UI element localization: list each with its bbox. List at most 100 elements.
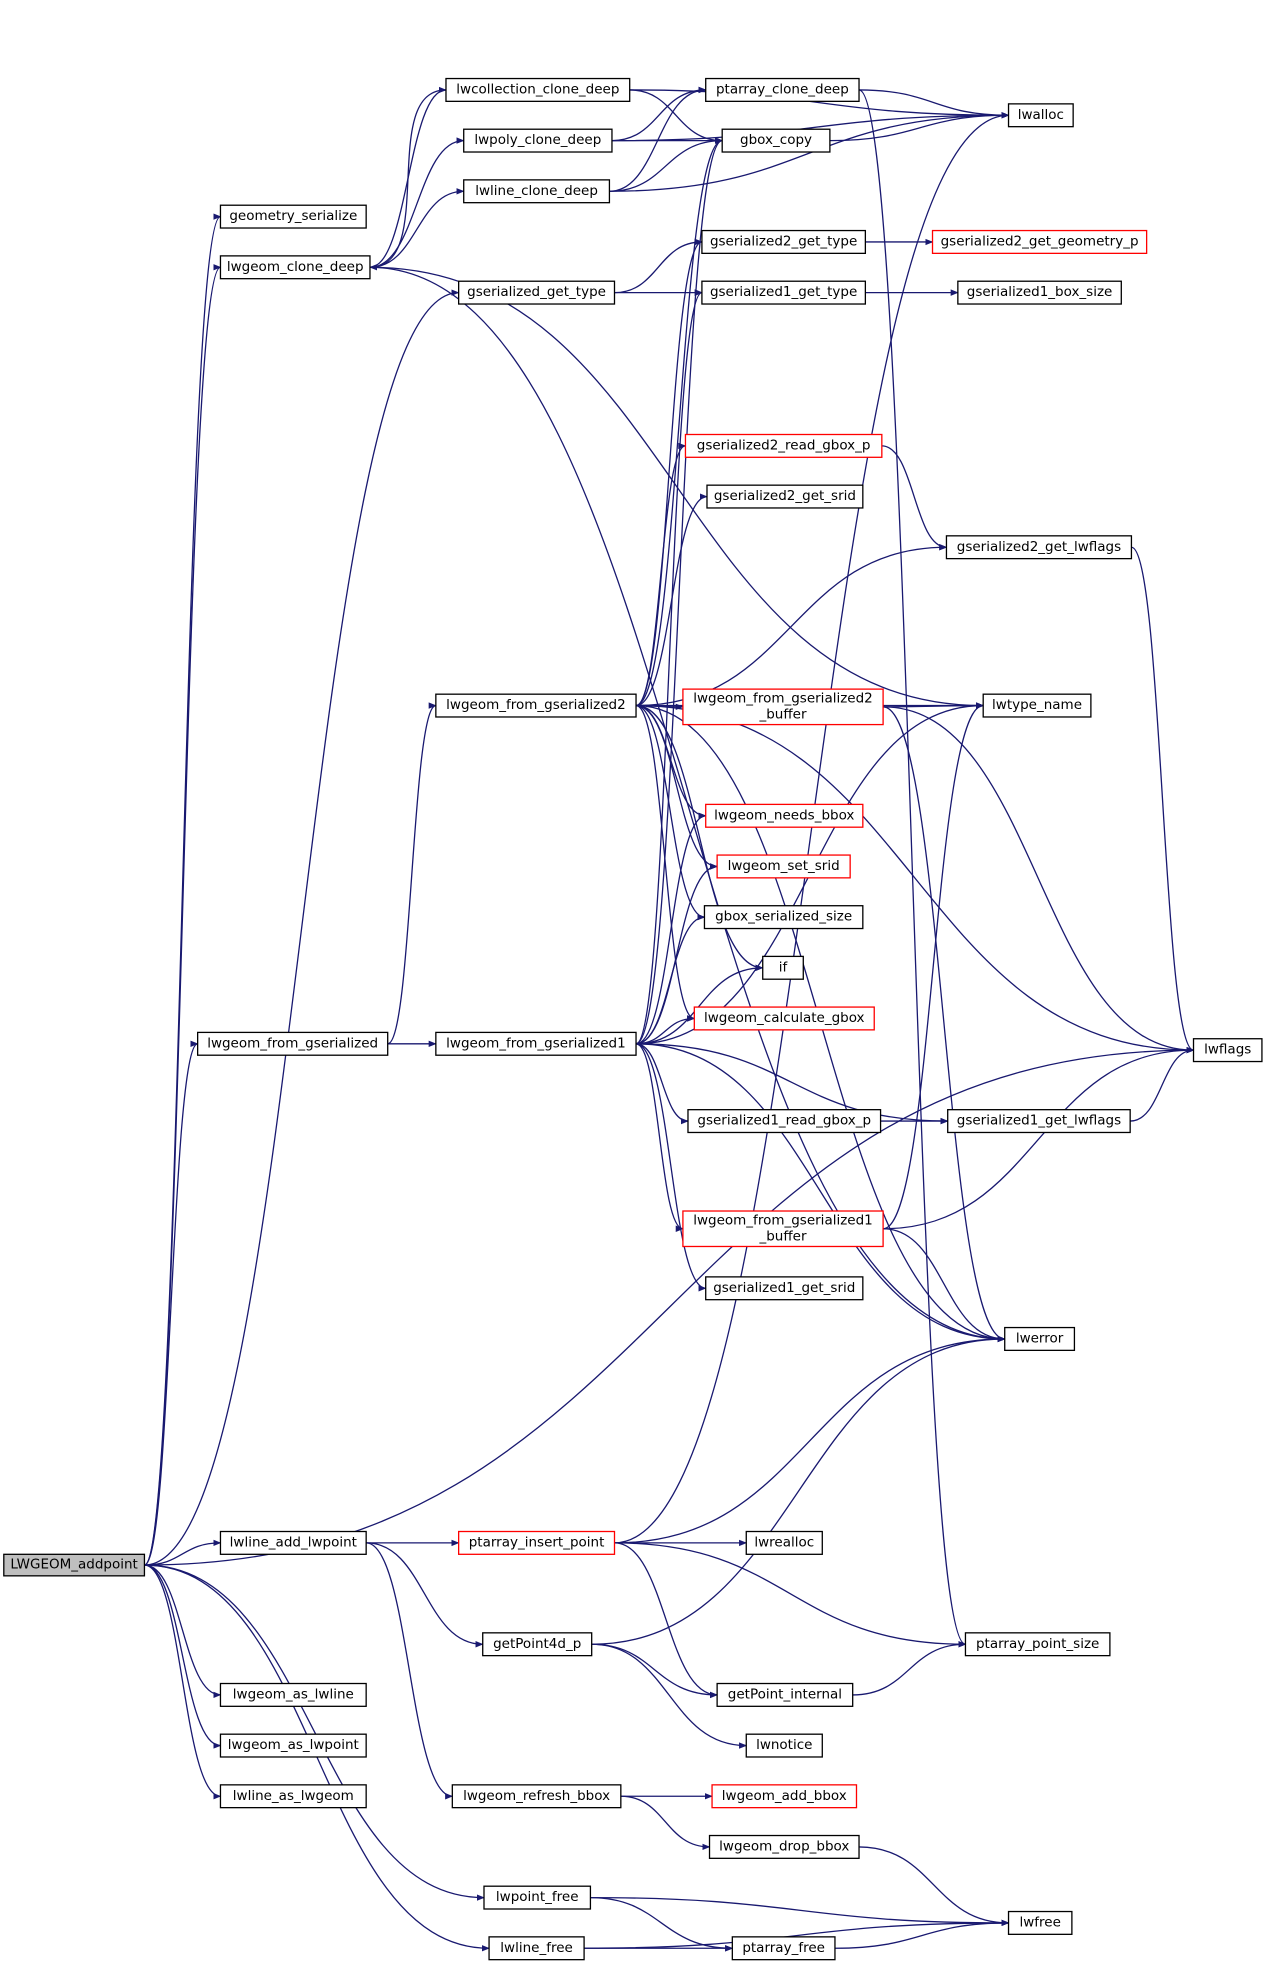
node-lwgeom-addpoint[interactable]: LWGEOM_addpoint [3, 1553, 146, 1577]
node-label: lwfree [1019, 1914, 1060, 1930]
edge-lwgeom-from-gserialized2-buffer-to-lwtype-name [883, 702, 984, 709]
node-getpoint-internal[interactable]: getPoint_internal [716, 1682, 854, 1707]
node-lwpoly-clone-deep[interactable]: lwpoly_clone_deep [463, 128, 613, 153]
edge-lwgeom-from-gserialized1-to-gbox-serialized-size [635, 913, 706, 1045]
node-label: gserialized2_get_srid [714, 488, 856, 504]
node-lwline-clone-deep[interactable]: lwline_clone_deep [463, 179, 611, 204]
edge-lwpoint-free-to-lwfree [590, 1896, 1010, 1927]
edge-lwgeom-addpoint-to-lwline-as-lwgeom [144, 1564, 222, 1800]
node-lwline-add-lwpoint[interactable]: lwline_add_lwpoint [219, 1530, 367, 1555]
node-box [197, 1031, 389, 1056]
node-label: lwflags [1204, 1042, 1251, 1058]
edge-lwpoly-clone-deep-to-lwalloc [611, 112, 1010, 142]
node-lwgeom-clone-deep[interactable]: lwgeom_clone_deep [219, 255, 371, 280]
node-ptarray-free[interactable]: ptarray_free [731, 1936, 836, 1961]
edge-lwgeom-addpoint-to-lwgeom-clone-deep [143, 264, 222, 1566]
node-box [957, 280, 1122, 305]
node-label: gserialized1_get_type [710, 284, 857, 300]
node-gserialized1-get-type[interactable]: gserialized1_get_type [701, 280, 867, 305]
edge-lwgeom-from-gserialized2-buffer-to-lwerror [883, 706, 1006, 1343]
node-ptarray-point-size[interactable]: ptarray_point_size [964, 1632, 1111, 1657]
node-lwcollection-clone-deep[interactable]: lwcollection_clone_deep [445, 77, 631, 102]
node-lwerror[interactable]: lwerror [1004, 1326, 1076, 1352]
node-lwgeom-drop-bbox[interactable]: lwgeom_drop_bbox [708, 1834, 860, 1859]
node-ptarray-clone-deep[interactable]: ptarray_clone_deep [705, 77, 860, 102]
node-label: gserialized1_read_gbox_p [697, 1113, 871, 1129]
node-gserialized2-read-gbox-p[interactable]: gserialized2_read_gbox_p [684, 433, 883, 458]
node-box [731, 1936, 836, 1961]
node-gserialized1-get-lwflags[interactable]: gserialized1_get_lwflags [947, 1109, 1131, 1134]
node-box [219, 204, 367, 229]
node-lwgeom-from-gserialized2[interactable]: lwgeom_from_gserialized2 [435, 693, 637, 718]
node-box [219, 1530, 367, 1555]
node-lwgeom-from-gserialized1-buffer[interactable]: lwgeom_from_gserialized1_buffer [682, 1210, 884, 1248]
node-lwgeom-from-gserialized1[interactable]: lwgeom_from_gserialized1 [435, 1031, 637, 1056]
node-lwgeom-as-lwpoint[interactable]: lwgeom_as_lwpoint [219, 1733, 367, 1758]
node-box [745, 1530, 823, 1555]
edge-lwgeom-refresh-bbox-to-lwgeom-drop-bbox [620, 1795, 711, 1851]
node-lwgeom-add-bbox[interactable]: lwgeom_add_bbox [711, 1784, 858, 1809]
node-lwline-as-lwgeom[interactable]: lwline_as_lwgeom [219, 1784, 367, 1809]
node-lwalloc[interactable]: lwalloc [1007, 103, 1074, 128]
node-ptarray-insert-point[interactable]: ptarray_insert_point [458, 1530, 616, 1555]
node-lwgeom-needs-bbox[interactable]: lwgeom_needs_bbox [705, 803, 864, 828]
node-lwgeom-calculate-gbox[interactable]: lwgeom_calculate_gbox [693, 1006, 875, 1031]
node-label: lwcollection_clone_deep [456, 81, 619, 97]
node-box [219, 1733, 367, 1758]
node-box [1007, 103, 1074, 128]
node-gserialized1-get-srid[interactable]: gserialized1_get_srid [705, 1276, 864, 1301]
node-box [945, 535, 1133, 560]
node-gserialized2-get-geometry-p[interactable]: gserialized2_get_geometry_p [931, 229, 1148, 255]
node-gbox-serialized-size[interactable]: gbox_serialized_size [703, 905, 864, 930]
node-label: lwgeom_calculate_gbox [704, 1010, 865, 1026]
node-box [435, 1031, 637, 1056]
node-lwfree[interactable]: lwfree [1007, 1910, 1073, 1935]
node-geometry-serialize[interactable]: geometry_serialize [219, 204, 367, 229]
edge-lwgeom-from-gserialized1-to-if [636, 964, 764, 1045]
node-getpoint4d-p[interactable]: getPoint4d_p [482, 1632, 593, 1657]
node-label: geometry_serialize [229, 208, 357, 224]
node-gbox-copy[interactable]: gbox_copy [721, 128, 831, 153]
node-box [947, 1109, 1131, 1134]
node-label: gserialized2_read_gbox_p [697, 437, 871, 453]
node-lwgeom-from-gserialized[interactable]: lwgeom_from_gserialized [197, 1031, 389, 1056]
node-gserialized1-box-size[interactable]: gserialized1_box_size [957, 280, 1122, 305]
node-box [705, 803, 864, 828]
node-gserialized2-get-lwflags[interactable]: gserialized2_get_lwflags [945, 535, 1133, 560]
node-box [711, 1784, 858, 1809]
node-lwgeom-refresh-bbox[interactable]: lwgeom_refresh_bbox [451, 1784, 622, 1809]
edge-lwgeom-from-gserialized1-buffer-to-lwerror [883, 1228, 1006, 1343]
edge-ptarray-insert-point-to-ptarray-point-size [614, 1542, 967, 1648]
node-lwgeom-from-gserialized2-buffer[interactable]: lwgeom_from_gserialized2_buffer [682, 688, 884, 726]
edge-lwgeom-addpoint-to-lwpoint-free [144, 1564, 485, 1901]
node-label: lwtype_name [992, 697, 1082, 713]
edge-lwgeom-addpoint-to-geometry-serialize [143, 213, 222, 1566]
node-lwrealloc[interactable]: lwrealloc [745, 1530, 823, 1555]
node-box [1004, 1326, 1076, 1352]
node-label: if [779, 959, 789, 975]
edge-lwgeom-from-gserialized-to-lwgeom-from-gserialized2 [387, 702, 437, 1045]
node-gserialized1-read-gbox-p[interactable]: gserialized1_read_gbox_p [687, 1109, 882, 1134]
node-gserialized2-get-srid[interactable]: gserialized2_get_srid [706, 484, 864, 509]
node-lwflags[interactable]: lwflags [1192, 1038, 1263, 1063]
edge-ptarray-insert-point-to-lwalloc [614, 112, 1010, 1544]
node-box [762, 955, 804, 980]
node-lwnotice[interactable]: lwnotice [745, 1733, 823, 1758]
edge-lwline-add-lwpoint-to-lwgeom-refresh-bbox [366, 1542, 454, 1800]
node-label: _buffer [758, 706, 806, 722]
node-lwpoint-free[interactable]: lwpoint_free [483, 1885, 592, 1910]
node-label: _buffer [758, 1228, 806, 1244]
node-gserialized2-get-type[interactable]: gserialized2_get_type [701, 229, 867, 255]
node-box [706, 484, 864, 509]
node-lwgeom-set-srid[interactable]: lwgeom_set_srid [716, 854, 851, 879]
node-if[interactable]: if [762, 955, 804, 980]
node-gserialized-get-type[interactable]: gserialized_get_type [458, 280, 616, 305]
node-label: gserialized1_get_lwflags [957, 1113, 1121, 1129]
edge-lwgeom-from-gserialized1-to-gbox-copy [635, 137, 723, 1045]
node-lwline-free[interactable]: lwline_free [488, 1936, 585, 1961]
edge-ptarray-insert-point-to-getpoint-internal [614, 1542, 718, 1699]
node-label: lwalloc [1018, 107, 1064, 123]
node-lwgeom-as-lwline[interactable]: lwgeom_as_lwline [219, 1682, 367, 1707]
node-lwtype-name[interactable]: lwtype_name [982, 693, 1092, 718]
node-label: gserialized2_get_type [710, 233, 857, 249]
